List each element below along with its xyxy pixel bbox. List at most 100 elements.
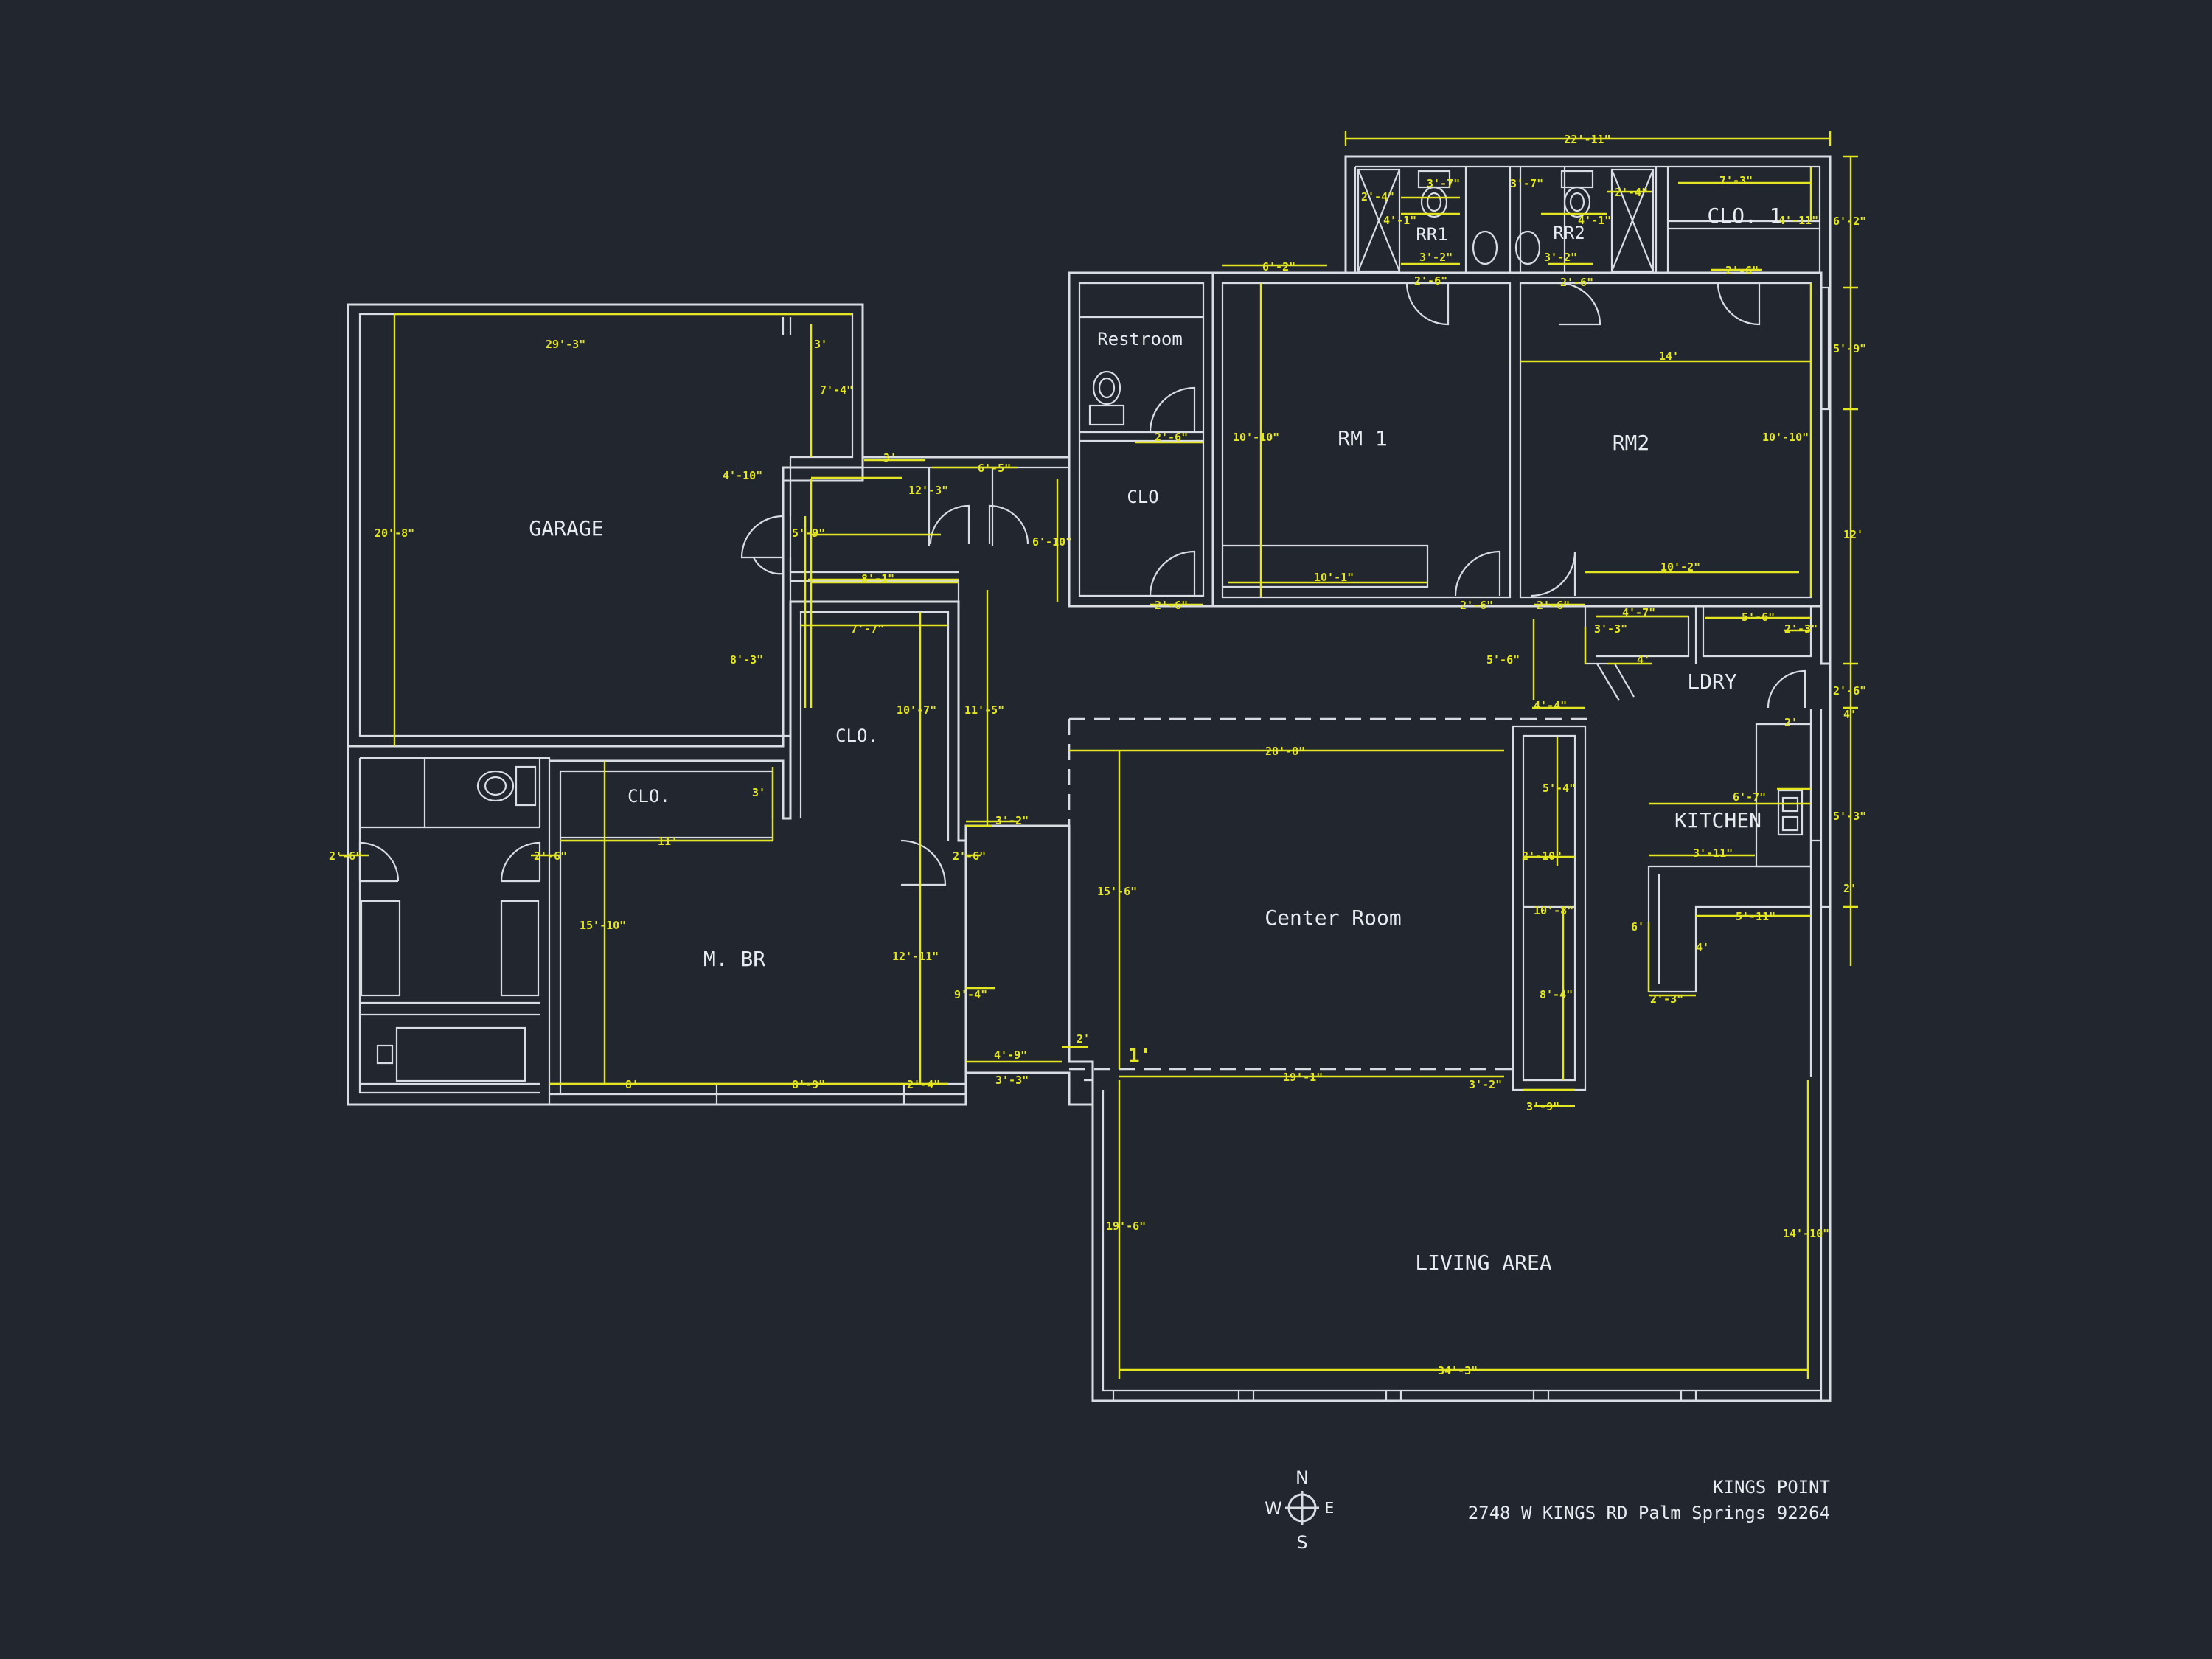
rm1-wall-inner — [1221, 282, 1512, 599]
door-swing-kitchen — [1767, 669, 1806, 709]
dim-label: 10'-10" — [1233, 431, 1279, 444]
dim-label: 6'-5" — [978, 462, 1011, 475]
dim-label: 8'-4" — [1540, 988, 1573, 1001]
rr2-sink-icon — [1514, 230, 1541, 265]
rm1-closet — [1222, 544, 1429, 588]
dim-label: 19'-1" — [1283, 1071, 1323, 1084]
toilet-icon — [476, 765, 537, 807]
dim-label: 3'-2" — [1419, 251, 1453, 264]
dim-label: 4'-4" — [1534, 699, 1567, 712]
mbr-wall-inner — [559, 611, 950, 1094]
dim-label: 2' — [1843, 882, 1857, 895]
dim-label: 2'-6" — [1560, 276, 1593, 289]
dim-label: 28'-8" — [1265, 745, 1305, 758]
room-label-mbr: M. BR — [703, 947, 765, 971]
mbr-wall-outer — [549, 600, 967, 1106]
room-label-kitchen: KITCHEN — [1674, 808, 1761, 832]
door-swing-rm1 — [1454, 550, 1501, 597]
bathtub — [395, 1026, 526, 1082]
room-label-rr1: RR1 — [1416, 224, 1447, 245]
room-label-rr2: RR2 — [1553, 223, 1585, 243]
dim-label: 2'-3" — [1784, 622, 1818, 636]
kitchen-counter-island — [1647, 865, 1811, 993]
title-block: KINGS POINT 2748 W KINGS RD Palm Springs… — [1468, 1477, 1830, 1523]
mbr-windows — [549, 1082, 966, 1105]
dim-label: 5'-11" — [1736, 910, 1775, 923]
restroom-wall-outer — [1068, 271, 1214, 608]
living-windows — [1112, 1391, 1697, 1401]
door-swing-ldry — [1596, 663, 1635, 701]
tub-drain — [376, 1044, 394, 1065]
dim-label: 3'-2" — [1469, 1078, 1502, 1091]
dim-label: 5'-9" — [792, 526, 825, 540]
dimension-lines — [339, 131, 1858, 1379]
room-label-rm2: RM2 — [1613, 431, 1650, 455]
dim-label: 2'-6" — [1155, 599, 1188, 612]
compass-rose: N S E W — [1265, 1467, 1334, 1553]
dim-label: 8'-3" — [730, 653, 763, 667]
dim-label: 5'-9" — [1833, 342, 1866, 355]
dim-label: 2' — [1077, 1032, 1090, 1046]
living-wall-outer — [1091, 1080, 1830, 1402]
door-swing-rm2 — [1530, 551, 1576, 597]
door-swing-hall-2 — [988, 504, 1029, 545]
right-wall — [1821, 664, 1832, 1402]
dim-label: 12' — [1843, 528, 1863, 541]
dim-label: 10'-7" — [897, 703, 936, 717]
room-label-clo: CLO — [1127, 487, 1158, 507]
dim-label: 2'-4" — [1615, 186, 1648, 199]
dim-label: 11'-5" — [964, 703, 1004, 717]
dim-label: 2'-3" — [1650, 992, 1683, 1006]
compass-west-label: W — [1265, 1498, 1282, 1519]
dim-label: 4'-1" — [1383, 214, 1416, 227]
top-block-partitions — [1464, 167, 1669, 273]
dim-label: 3'-7" — [1427, 177, 1460, 190]
hall-wall-top — [782, 456, 1069, 482]
dim-label: 10'-1" — [1314, 571, 1354, 584]
dim-label: 12'-3" — [908, 484, 948, 497]
compass-south-label: S — [1296, 1532, 1307, 1553]
title-block-address: 2748 W KINGS RD Palm Springs 92264 — [1468, 1503, 1830, 1523]
dim-label: 2'-6" — [1537, 599, 1570, 612]
dim-label: 2'-6" — [329, 849, 362, 863]
dim-label: 3'-11" — [1693, 846, 1733, 860]
rr2-toilet-icon — [1560, 170, 1594, 218]
dim-label: 10'-8" — [1534, 904, 1573, 917]
room-label-center-room: Center Room — [1265, 905, 1401, 930]
dim-label: 4'-7" — [1622, 606, 1655, 619]
dim-label: 6'-2" — [1833, 215, 1866, 228]
dim-label: 6' — [1631, 920, 1644, 933]
dimension-labels: 22'-11" 3'-7" 4'-1" 3'-2" 2'-6" 2'-4" 3'… — [329, 133, 1866, 1377]
dim-label: 2'-10" — [1522, 849, 1562, 863]
dim-label: 2' — [1784, 716, 1798, 729]
dim-label: 15'-6" — [1097, 885, 1137, 898]
room-label-rm1: RM 1 — [1338, 426, 1387, 451]
dim-label: 7'-7" — [851, 622, 884, 636]
dim-label: 2'-4" — [1361, 190, 1394, 204]
dim-label: 3' — [883, 451, 897, 465]
room-labels: GARAGE Restroom CLO RM 1 RM2 RR1 RR2 CLO… — [529, 204, 1781, 1275]
dim-label: 4' — [1696, 941, 1709, 954]
center-divider-cabinet — [1512, 725, 1587, 1091]
door-swing — [740, 515, 784, 559]
entry-wall — [964, 824, 1094, 1106]
dim-label: 8'-9" — [792, 1078, 825, 1091]
rm2-window — [1821, 286, 1830, 411]
dim-label: 5'-4" — [1543, 782, 1576, 795]
dim-label: 2'-6" — [1414, 274, 1447, 288]
dim-label: 2'-6" — [1833, 684, 1866, 698]
dim-label: 5'-6" — [1486, 653, 1520, 667]
door-swing-mbr — [900, 839, 947, 886]
dim-label: 14'-10" — [1783, 1227, 1829, 1240]
door-swing-clo1 — [1717, 282, 1761, 326]
dim-label: 12'-11" — [892, 950, 939, 963]
room-label-clo-mbr: CLO. — [627, 786, 670, 807]
door-swing-bath-right — [500, 841, 541, 882]
room-label-garage: GARAGE — [529, 516, 603, 540]
dim-label: 10'-2" — [1660, 560, 1700, 574]
room-label-restroom: Restroom — [1097, 329, 1183, 349]
bath-counter — [360, 1001, 540, 1085]
rr1-sink-icon — [1472, 230, 1498, 265]
rr1-shower-icon — [1357, 168, 1401, 273]
dim-label: 5'-3" — [1833, 810, 1866, 823]
